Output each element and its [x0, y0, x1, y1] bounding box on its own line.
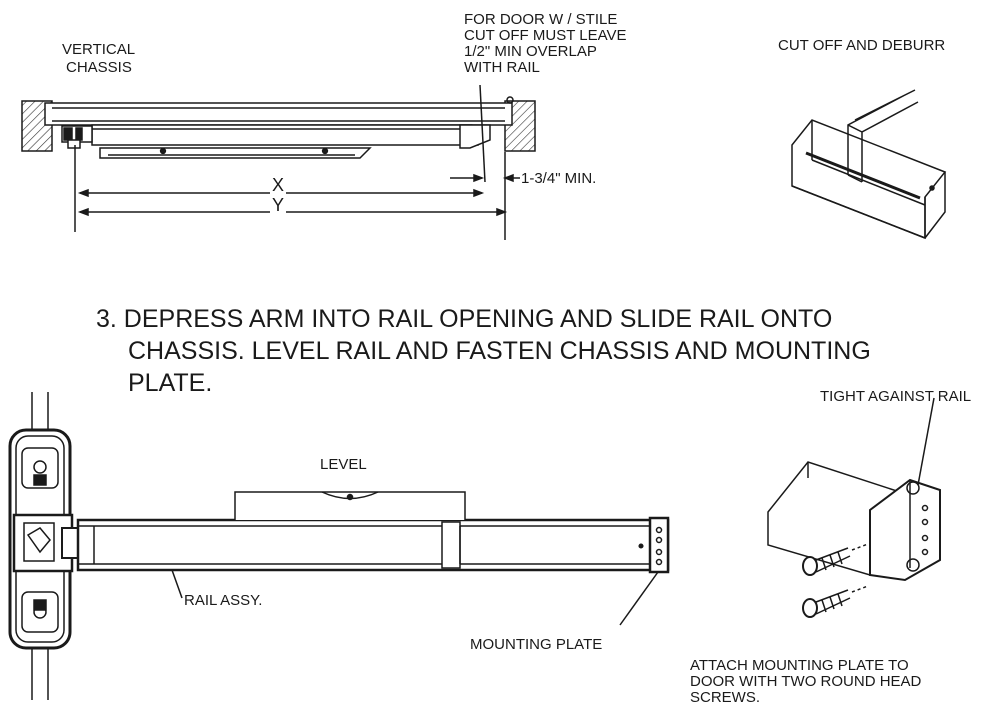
- attach-note-line1: ATTACH MOUNTING PLATE TO: [690, 657, 909, 674]
- stile-note-line4: WITH RAIL: [464, 59, 540, 76]
- rail-assy-leader: [171, 569, 183, 599]
- stile-note-leader: [479, 84, 486, 183]
- stile-note-line3: 1/2" MIN OVERLAP: [464, 43, 597, 60]
- min-length-label: 1-3/4" MIN.: [521, 170, 597, 187]
- cut-off-label: CUT OFF AND DEBURR: [778, 37, 946, 54]
- vertical-chassis-label-line1: VERTICAL: [62, 41, 136, 58]
- mounting-plate-label: MOUNTING PLATE: [470, 636, 603, 653]
- rail-body: [91, 124, 479, 146]
- round-head-screw-lower: [802, 589, 851, 618]
- step3-line3: PLATE.: [128, 369, 213, 397]
- push-pad: [99, 147, 372, 159]
- level-label: LEVEL: [320, 456, 367, 473]
- tight-against-rail-leader: [917, 397, 935, 486]
- dimension-x-label: X: [270, 175, 287, 195]
- rail-plan-view: [21, 84, 536, 240]
- cut-off-detail: [791, 89, 947, 240]
- round-head-screw-upper: [802, 547, 851, 576]
- rail-assy-body: [76, 518, 670, 572]
- step3-line2: CHASSIS. LEVEL RAIL AND FASTEN CHASSIS A…: [128, 337, 871, 365]
- device-elevation: [8, 392, 670, 700]
- mounting-plate-detail: [767, 397, 941, 618]
- rail-assy-label: RAIL ASSY.: [184, 592, 263, 609]
- stile-note-line1: FOR DOOR W / STILE: [464, 11, 618, 28]
- attach-note-line3: SCREWS.: [690, 689, 761, 706]
- rail-arm-bracket: [847, 89, 919, 182]
- vertical-chassis-label-line2: CHASSIS: [66, 59, 132, 76]
- tight-against-rail-label: TIGHT AGAINST RAIL: [820, 388, 972, 405]
- mounting-plate-leader: [619, 571, 659, 626]
- mounting-plate-end: [648, 516, 670, 574]
- attach-note-line2: DOOR WITH TWO ROUND HEAD: [690, 673, 922, 690]
- level-tool: [234, 491, 466, 520]
- stile-note-line2: CUT OFF MUST LEAVE: [464, 27, 627, 44]
- step3-line1: 3. DEPRESS ARM INTO RAIL OPENING AND SLI…: [96, 305, 833, 333]
- dimension-y-label: Y: [270, 195, 287, 215]
